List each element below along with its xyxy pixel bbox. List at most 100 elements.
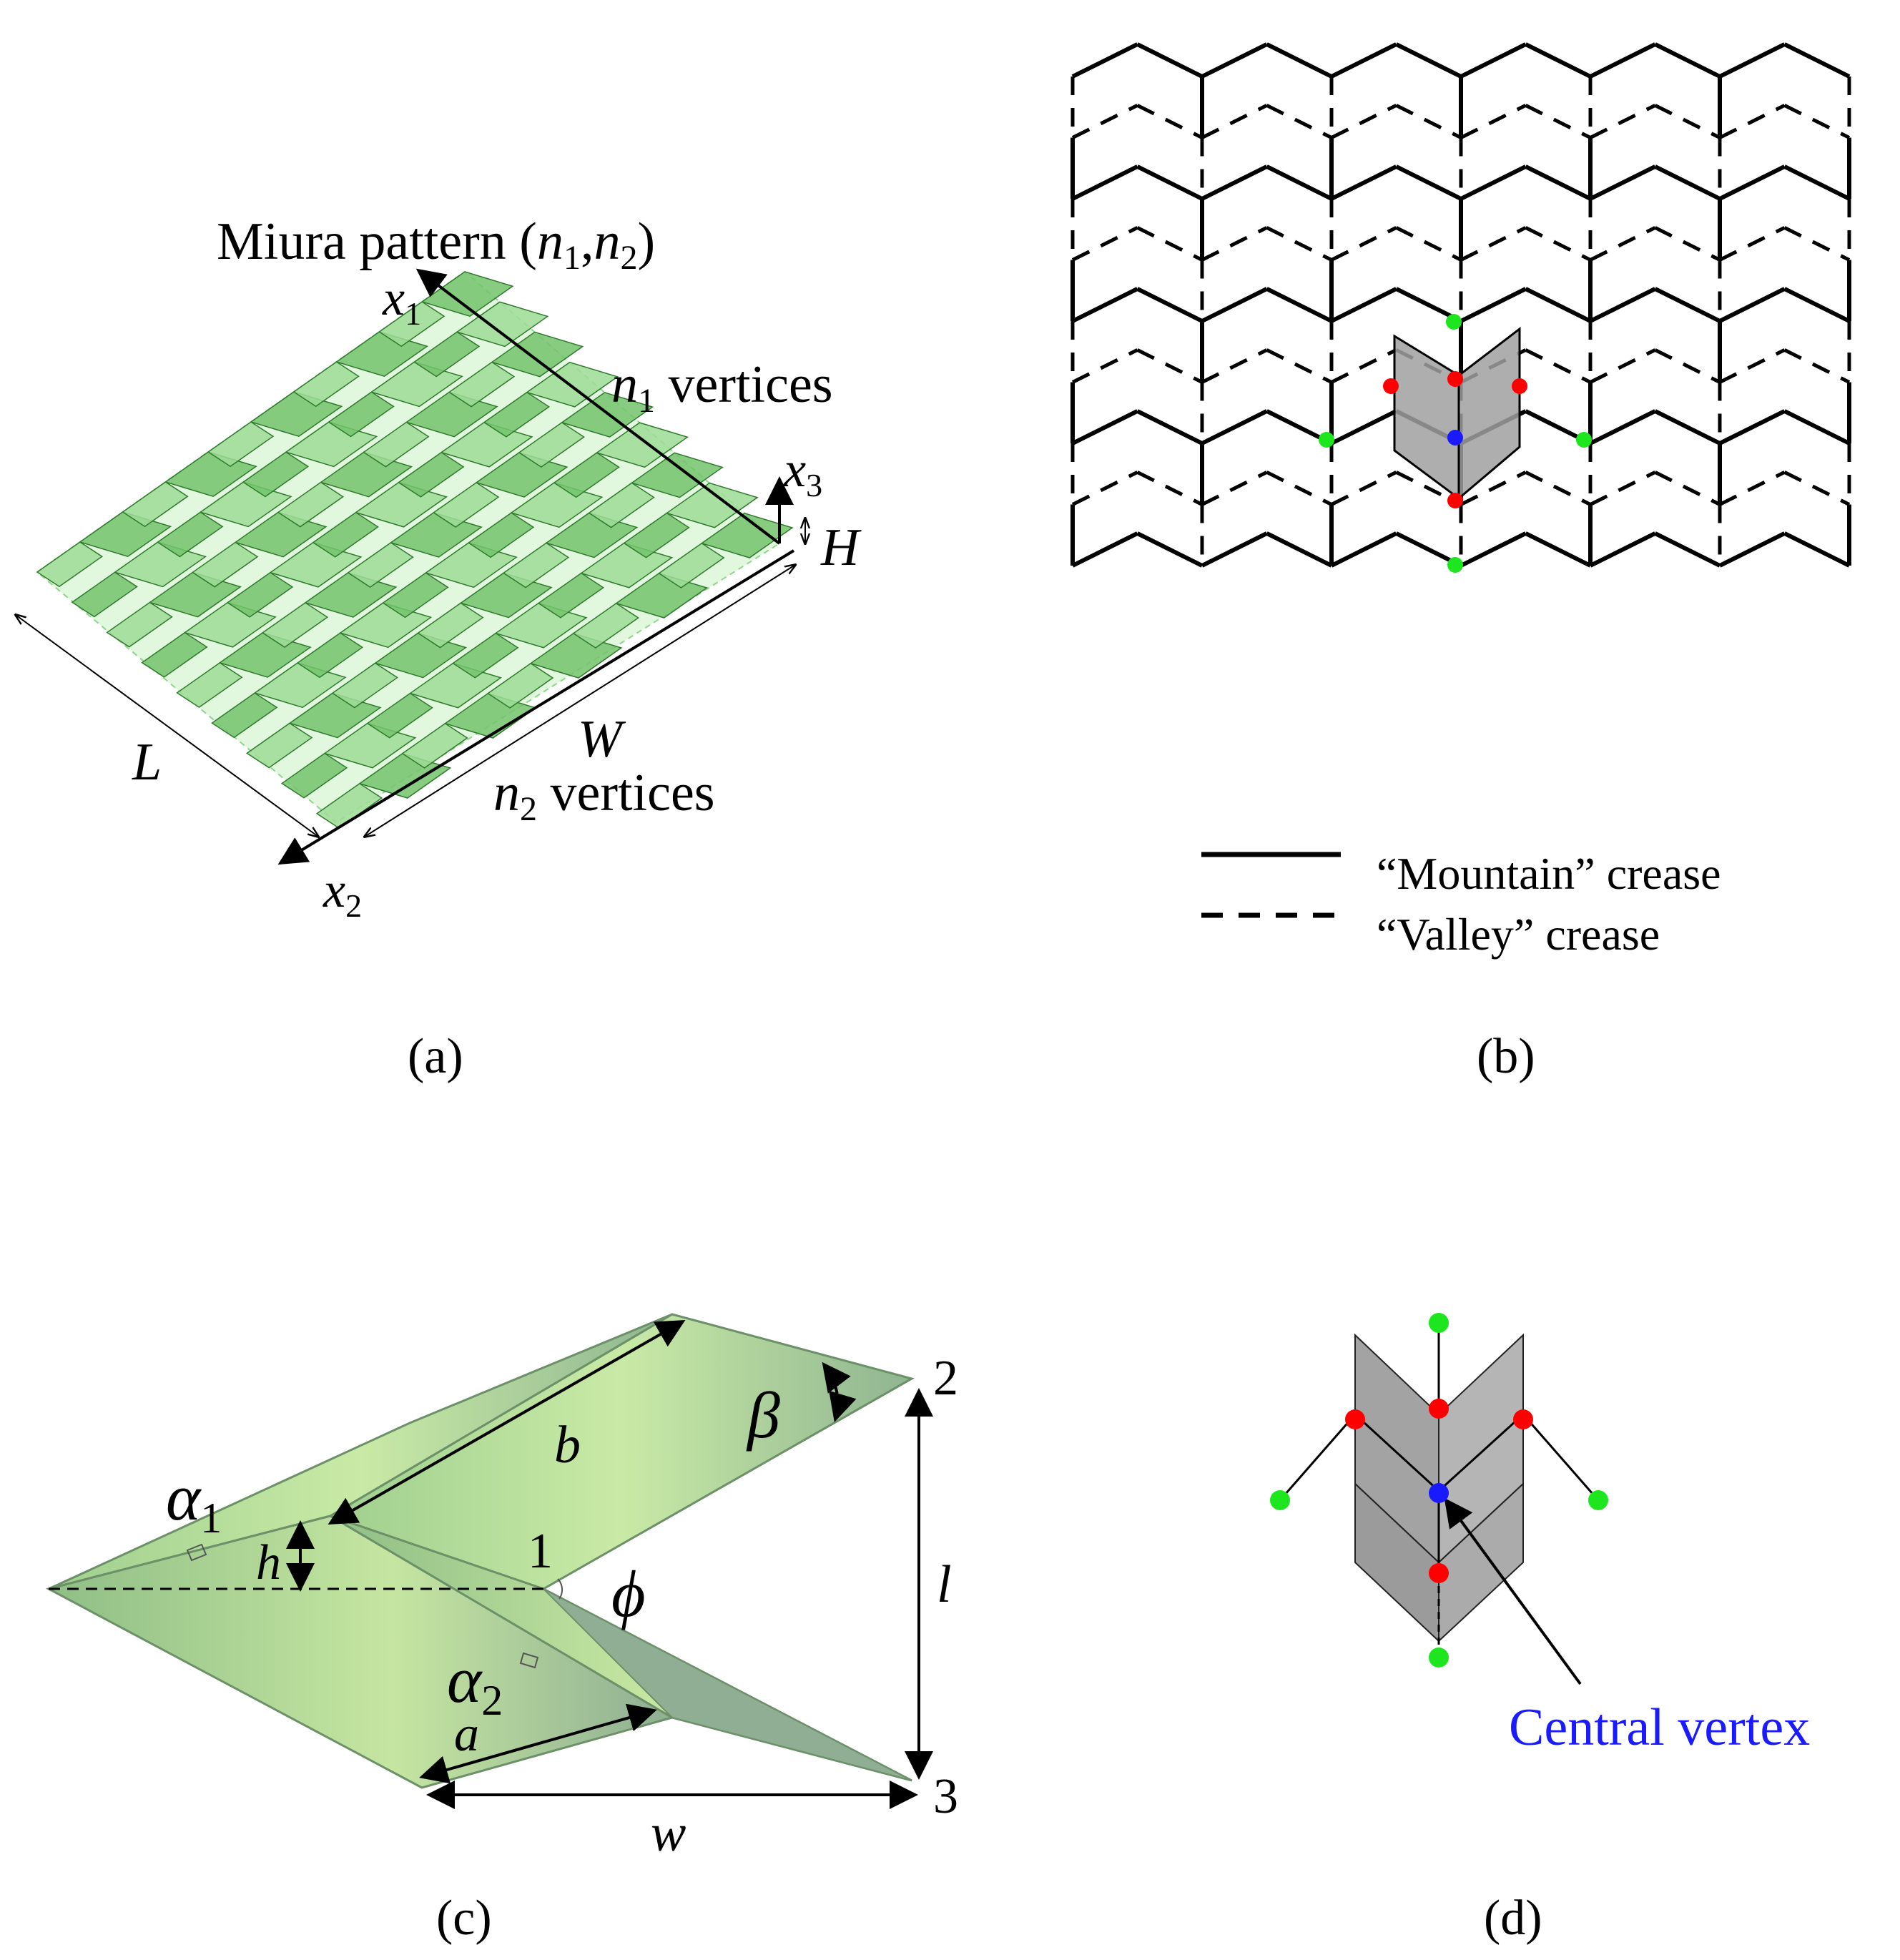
zigzag-crease (1201, 226, 1268, 262)
miura-facet (36, 541, 104, 588)
miura-facet (226, 571, 294, 618)
red-node (1513, 1409, 1533, 1429)
crease-pattern (1070, 42, 1851, 573)
zigzag-crease (1266, 164, 1333, 201)
zigzag-crease (1460, 471, 1527, 506)
vertex-2-label: 2 (933, 1351, 958, 1406)
panel-a-title: Miura pattern (n1,n2) (217, 212, 655, 277)
central-vertex-pointer (1444, 1497, 1582, 1685)
zigzag-crease (1330, 287, 1397, 323)
zigzag-crease (1525, 226, 1592, 262)
green-node (1588, 1490, 1608, 1510)
red-node (1429, 1399, 1449, 1419)
zigzag-crease (1071, 287, 1138, 323)
zigzag-crease (1654, 164, 1721, 201)
highlighted-cell-right (1457, 326, 1521, 501)
zigzag-crease (1330, 104, 1397, 139)
panel-b-caption: (b) (1477, 1029, 1535, 1084)
label-w: w (651, 1804, 686, 1863)
vertex-1-label: 1 (528, 1524, 553, 1579)
l-dimension-arrow (16, 615, 318, 837)
zigzag-crease (1330, 531, 1397, 568)
miura-facet (456, 301, 549, 348)
central-vertex-label: Central vertex (1509, 1698, 1810, 1757)
miura-facet (700, 512, 794, 558)
zigzag-crease (1460, 164, 1527, 201)
highlight-node (1576, 432, 1592, 448)
zigzag-crease (1460, 42, 1527, 79)
highlight-node (1447, 430, 1463, 445)
zigzag-crease (1201, 104, 1268, 139)
label-beta: β (746, 1379, 780, 1452)
beta-angle-arrow (822, 1361, 857, 1422)
miura-facet (467, 512, 535, 558)
zigzag-crease (1330, 226, 1397, 262)
zigzag-crease (1718, 287, 1786, 323)
miura-facet (242, 451, 310, 498)
label-a: a (454, 1707, 479, 1762)
zigzag-crease (1071, 226, 1138, 262)
zigzag-crease (1201, 531, 1268, 568)
zigzag-crease (1525, 471, 1592, 506)
highlight-node (1383, 378, 1399, 394)
zigzag-crease (1654, 42, 1721, 79)
zigzag-crease (1395, 42, 1462, 79)
zigzag-crease (1718, 226, 1786, 262)
highlight-node (1447, 557, 1463, 573)
zigzag-crease (1395, 226, 1462, 262)
axis-x1-arrow (415, 268, 781, 545)
zigzag-crease (1395, 164, 1462, 201)
zigzag-crease (1201, 42, 1268, 79)
zigzag-crease (1460, 104, 1527, 139)
n1-vertices-label: n1 vertices (611, 355, 833, 420)
phi-angle-arc (557, 1578, 563, 1600)
b-dimension-arrow (328, 1320, 686, 1525)
l-label: L (132, 733, 162, 792)
zigzag-crease (1136, 471, 1204, 506)
red-node (1345, 1409, 1365, 1429)
miura-facet (491, 331, 584, 378)
zigzag-crease (1589, 471, 1656, 506)
panel-a: Miura pattern (n1,n2) x1 n1 vertices x3 … (16, 212, 862, 1084)
highlighted-cell-left (1393, 334, 1460, 501)
zigzag-crease (1395, 471, 1462, 506)
miura-facet (398, 451, 465, 498)
zigzag-crease (1718, 164, 1786, 201)
zigzag-crease (1266, 287, 1333, 323)
zigzag-crease (1330, 164, 1397, 201)
zigzag-crease (1136, 287, 1204, 323)
zigzag-crease (1525, 348, 1592, 384)
zigzag-crease (1136, 42, 1204, 79)
highlight-node (1319, 432, 1334, 448)
panel-a-caption: (a) (408, 1029, 463, 1084)
w-label: W (578, 710, 626, 769)
right-tip-face (543, 1588, 912, 1781)
zigzag-crease (1136, 409, 1204, 445)
zigzag-crease (1525, 42, 1592, 79)
zigzag-crease (1136, 531, 1204, 568)
panel-c-caption: (c) (436, 1891, 492, 1946)
zigzag-crease (1071, 471, 1138, 506)
miura-facet (277, 481, 345, 528)
miura-facet (588, 482, 655, 528)
axis-x3-label: x3 (783, 443, 822, 503)
label-alpha2: α2 (447, 1643, 503, 1724)
zigzag-crease (1201, 409, 1268, 445)
zigzag-crease (1201, 471, 1268, 506)
zigzag-crease (1589, 164, 1656, 201)
zigzag-crease (1266, 42, 1333, 79)
label-h: h (256, 1535, 281, 1590)
vertex-3-label: 3 (933, 1769, 958, 1824)
zigzag-crease (1330, 409, 1397, 445)
miura-facet (595, 422, 689, 468)
zigzag-crease (1266, 471, 1333, 506)
axis-x2-label: x2 (323, 863, 362, 924)
miura-facet (328, 391, 395, 438)
highlight-node (1447, 493, 1463, 508)
zigzag-crease (1589, 409, 1656, 445)
h-label: H (820, 518, 862, 577)
zigzag-crease (1525, 164, 1592, 201)
zigzag-crease (1136, 226, 1204, 262)
zigzag-crease (1718, 42, 1786, 79)
zigzag-crease (1718, 531, 1786, 568)
